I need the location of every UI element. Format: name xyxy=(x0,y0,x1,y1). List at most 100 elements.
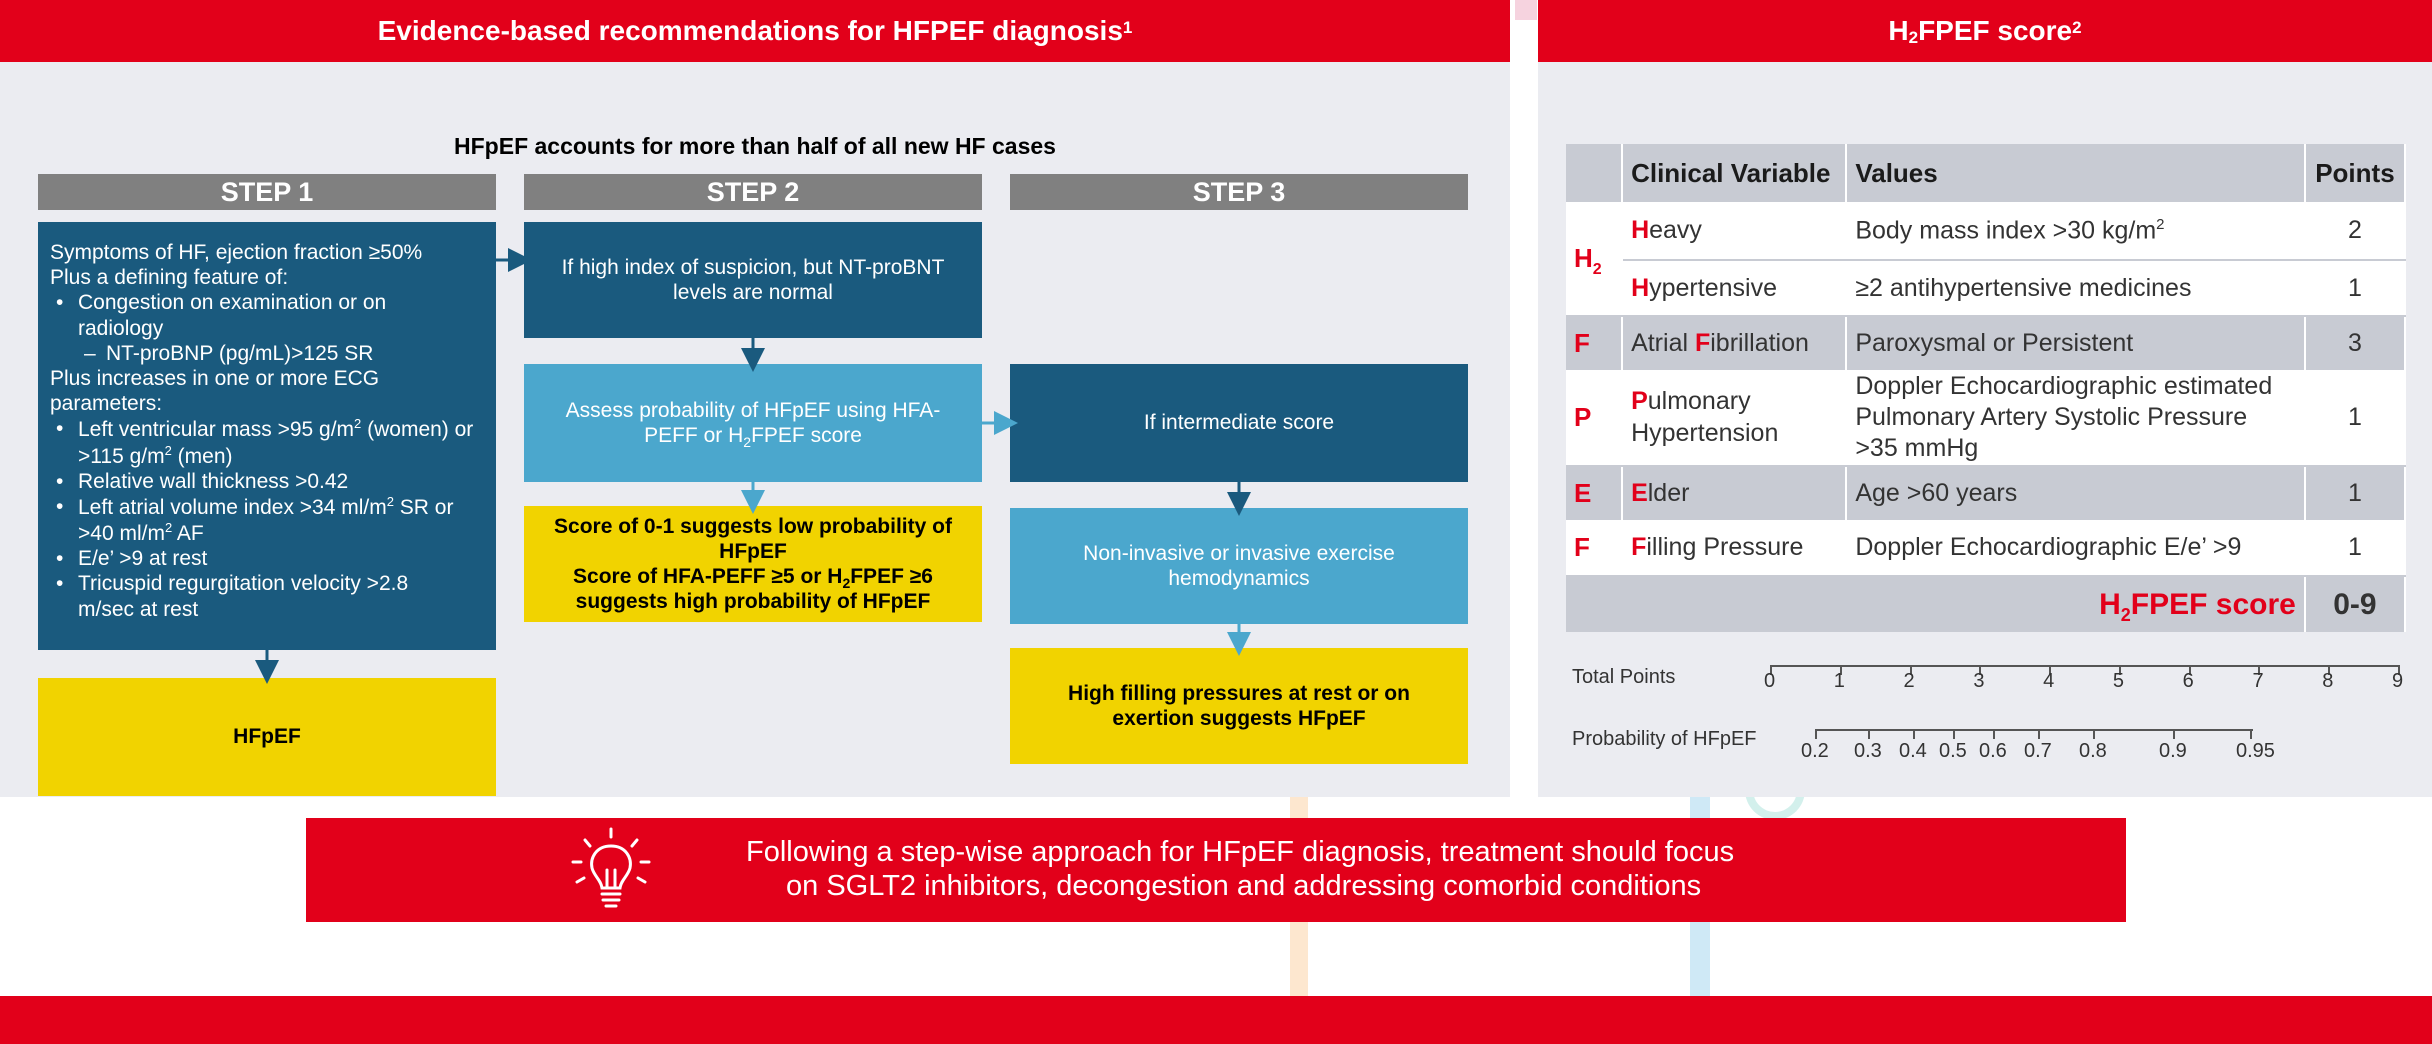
value-elder: Age >60 years xyxy=(1846,466,2306,520)
probability-tick xyxy=(1993,729,1995,739)
group-label-f1: F xyxy=(1566,316,1624,370)
step-1-line-1: Symptoms of HF, ejection fraction ≥50% xyxy=(50,241,423,264)
table-row-hypertensive: Hypertensive ≥2 antihypertensive medicin… xyxy=(1566,260,2407,317)
total-tick-label: 7 xyxy=(2252,670,2264,692)
probability-tick-label: 0.95 xyxy=(2236,740,2275,762)
value-heavy: Body mass index >30 kg/m2 xyxy=(1846,202,2306,261)
total-tick xyxy=(1770,665,1772,675)
step-1-dash-ntprobnp: NT-proBNP (pg/mL)>125 SR xyxy=(50,341,486,366)
nomogram-probability-axis xyxy=(1815,729,2253,731)
table-row-atrial-fibrillation: F Atrial Fibrillation Paroxysmal or Pers… xyxy=(1566,316,2407,370)
nomogram-total-label: Total Points xyxy=(1572,666,1676,688)
left-title-bar: Evidence-based recommendations for HFPEF… xyxy=(0,0,1510,62)
step-2-assess-box: Assess probability of HFpEF using HFA-PE… xyxy=(524,364,982,482)
group-label-h2: H2 xyxy=(1566,202,1624,317)
probability-tick xyxy=(1913,729,1915,739)
points-heavy: 2 xyxy=(2304,202,2407,261)
banner-line-2: on SGLT2 inhibitors, decongestion and ad… xyxy=(786,870,1702,902)
left-title: Evidence-based recommendations for HFPEF… xyxy=(377,15,1123,46)
probability-tick-label: 0.8 xyxy=(2079,740,2107,762)
value-filling-pressure: Doppler Echocardiographic E/e’ >9 xyxy=(1846,520,2306,577)
probability-tick xyxy=(1953,729,1955,739)
step-2-score-box: Score of 0-1 suggests low probability of… xyxy=(524,506,982,622)
probability-tick-label: 0.4 xyxy=(1899,740,1927,762)
variable-filling-pressure: Filling Pressure xyxy=(1622,520,1848,577)
nomogram-probability-label: Probability of HFpEF xyxy=(1572,728,1757,750)
step-3-header: STEP 3 xyxy=(1010,174,1468,210)
right-title-post: FPEF score xyxy=(1918,15,2073,46)
total-tick-label: 0 xyxy=(1764,670,1776,692)
probability-tick-label: 0.6 xyxy=(1979,740,2007,762)
total-tick-label: 6 xyxy=(2182,670,2194,692)
probability-tick-label: 0.2 xyxy=(1801,740,1829,762)
step-1-result-hfpef: HFpEF xyxy=(38,678,496,796)
step-2-suspicion-box: If high index of suspicion, but NT-proBN… xyxy=(524,222,982,338)
step-1-bullet-ee: E/e’ >9 at rest xyxy=(50,546,486,571)
total-tick xyxy=(2398,665,2400,675)
value-pulmonary-hypertension: Doppler Echocardiographic estimated Pulm… xyxy=(1846,370,2306,467)
total-tick-label: 2 xyxy=(1903,670,1915,692)
step-1-criteria-box: Symptoms of HF, ejection fraction ≥50% P… xyxy=(38,222,496,650)
step-3-exercise-box: Non-invasive or invasive exercise hemody… xyxy=(1010,508,1468,624)
total-tick-label: 8 xyxy=(2322,670,2334,692)
right-title-pre: H xyxy=(1888,15,1909,46)
probability-tick-label: 0.9 xyxy=(2159,740,2187,762)
probability-tick-label: 0.3 xyxy=(1854,740,1882,762)
probability-tick xyxy=(1868,729,1870,739)
probability-tick-label: 0.7 xyxy=(2024,740,2052,762)
value-atrial-fibrillation: Paroxysmal or Persistent xyxy=(1846,316,2306,370)
probability-tick xyxy=(2173,729,2175,739)
flow-arrows xyxy=(255,248,1251,684)
value-hypertensive: ≥2 antihypertensive medicines xyxy=(1846,260,2306,317)
total-tick-label: 9 xyxy=(2392,670,2404,692)
right-title-sub: 2 xyxy=(1908,28,1919,47)
table-header-variable: Clinical Variable xyxy=(1622,144,1848,202)
table-row-elder: E Elder Age >60 years 1 xyxy=(1566,466,2407,520)
group-label-e: E xyxy=(1566,466,1624,520)
total-tick xyxy=(1909,665,1912,675)
table-header-values: Values xyxy=(1846,144,2306,202)
decor-arc-pink xyxy=(1515,0,1537,20)
score-range: 0-9 xyxy=(2304,576,2407,632)
conclusion-banner: Following a step-wise approach for HFpEF… xyxy=(306,818,2126,922)
subtitle: HFpEF accounts for more than half of all… xyxy=(454,133,1056,159)
table-row-filling-pressure: F Filling Pressure Doppler Echocardiogra… xyxy=(1566,520,2407,577)
h2fpef-table: Clinical Variable Values Points H2 Heavy… xyxy=(1566,144,2407,632)
points-filling-pressure: 1 xyxy=(2304,520,2407,577)
points-elder: 1 xyxy=(2304,466,2407,520)
group-label-p: P xyxy=(1566,370,1624,467)
lightbulb-icon xyxy=(571,827,651,908)
total-tick-label: 1 xyxy=(1833,670,1845,692)
group-label-f2: F xyxy=(1566,520,1624,577)
total-tick xyxy=(2258,665,2261,675)
variable-heavy: Heavy xyxy=(1622,202,1848,261)
total-tick xyxy=(1839,665,1842,675)
banner-line-1: Following a step-wise approach for HFpEF… xyxy=(746,836,1735,868)
table-row-heavy: H2 Heavy Body mass index >30 kg/m2 2 xyxy=(1566,202,2407,317)
total-tick xyxy=(2049,665,2052,675)
total-tick-label: 4 xyxy=(2043,670,2055,692)
total-tick-label: 5 xyxy=(2112,670,2124,692)
variable-elder: Elder xyxy=(1622,466,1848,520)
step-1-line-3: Plus increases in one or more ECG parame… xyxy=(50,366,380,416)
probability-tick xyxy=(2038,729,2040,739)
step-1-bullet-wall-thickness: Relative wall thickness >0.42 xyxy=(50,469,486,494)
total-tick xyxy=(1979,665,1982,675)
nomogram-total-axis xyxy=(1770,665,2398,667)
variable-hypertensive: Hypertensive xyxy=(1622,260,1848,317)
total-tick xyxy=(2118,665,2121,675)
table-row-pulmonary-hypertension: P Pulmonary Hypertension Doppler Echocar… xyxy=(1566,370,2407,467)
probability-tick xyxy=(2093,729,2095,739)
table-row-score: H2FPEF score 0-9 xyxy=(1566,576,2407,632)
points-atrial-fibrillation: 3 xyxy=(2304,316,2407,370)
step-1-header: STEP 1 xyxy=(38,174,496,210)
step-3-result-box: High filling pressures at rest or on exe… xyxy=(1010,648,1468,764)
total-tick xyxy=(2328,665,2331,675)
score-label: H2FPEF score xyxy=(1566,576,2306,632)
footer-bar xyxy=(0,996,2432,1044)
probability-tick xyxy=(1815,729,1817,739)
step-1-bullet-tr-velocity: Tricuspid regurgitation velocity >2.8 m/… xyxy=(50,571,486,621)
step-3-intermediate-box: If intermediate score xyxy=(1010,364,1468,482)
variable-pulmonary-hypertension: Pulmonary Hypertension xyxy=(1622,370,1848,467)
probability-tick-label: 0.5 xyxy=(1939,740,1967,762)
